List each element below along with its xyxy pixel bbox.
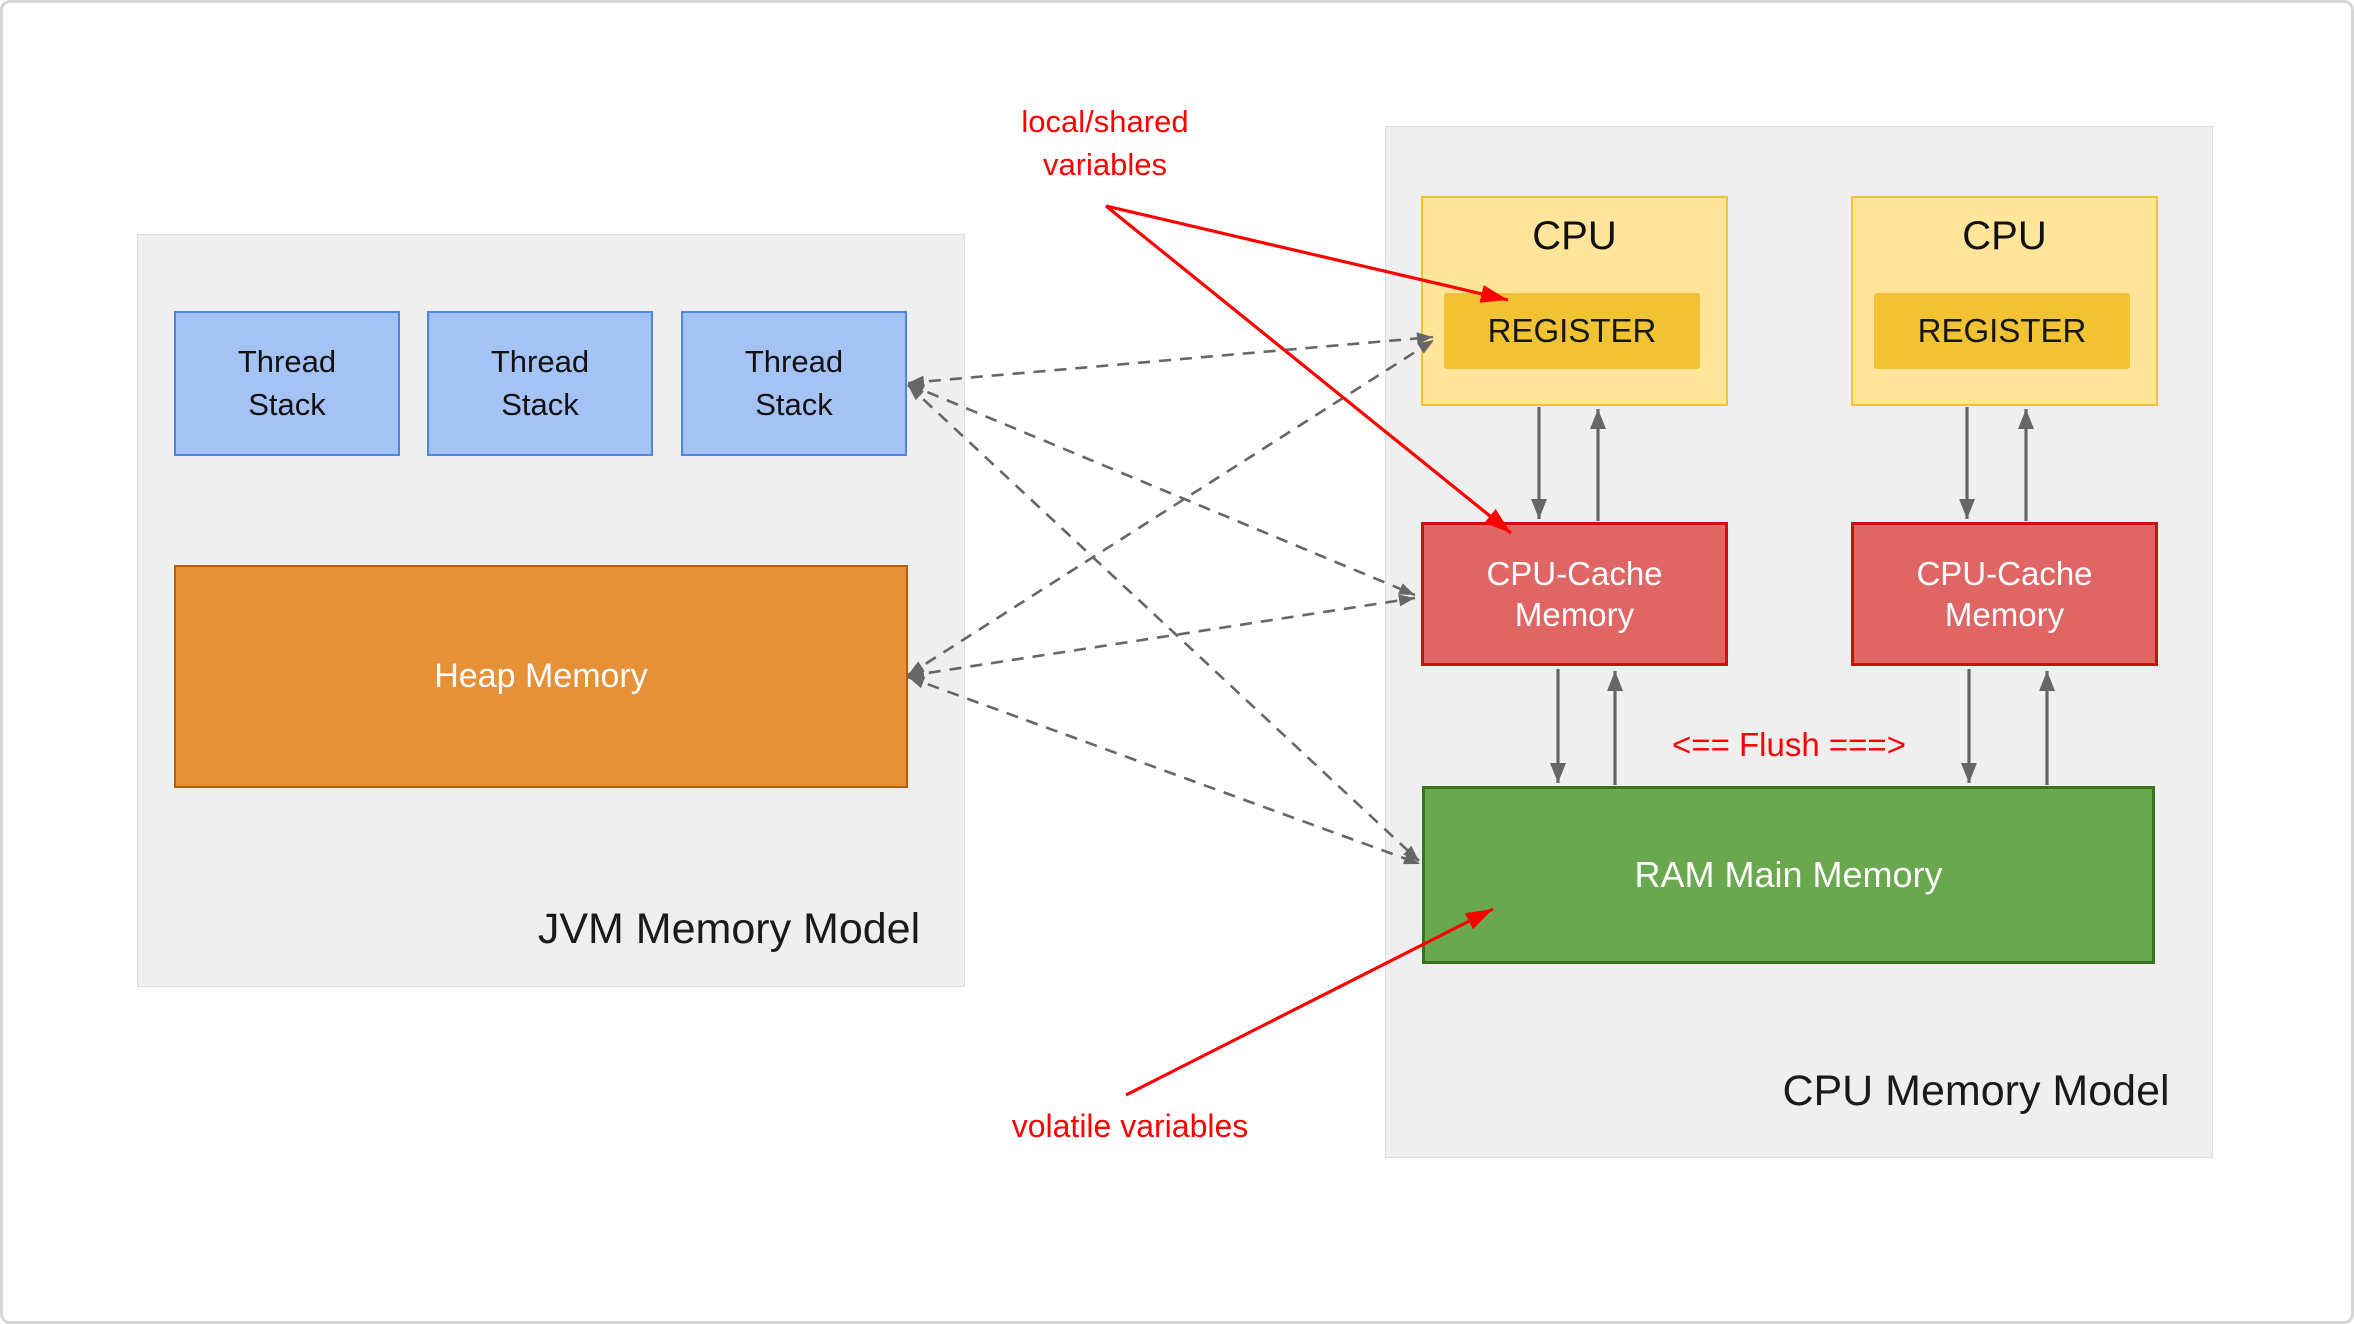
label-volatile-variables: volatile variables <box>1011 1108 1249 1144</box>
cpu-panel-title: CPU Memory Model <box>1782 1067 2170 1115</box>
thread-stack-label-1: Thread Stack <box>237 343 337 422</box>
heap-memory-box: Heap Memory <box>174 565 908 788</box>
dashed-arrow-stack3-register1 <box>907 332 1434 388</box>
cpu-cache-label-1: CPU-Cache Memory <box>1486 554 1663 633</box>
heap-memory-label: Heap Memory <box>434 657 648 695</box>
register-box-1: REGISTER <box>1444 293 1700 369</box>
thread-stack-box-2: Thread Stack <box>427 311 653 456</box>
register-label-1: REGISTER <box>1487 312 1657 349</box>
cpu-label-2: CPU <box>1962 214 2047 258</box>
ram-main-memory-box: RAM Main Memory <box>1422 786 2155 964</box>
cpu-box-2: CPU REGISTER <box>1851 196 2158 406</box>
label-flush: <== Flush ===> <box>1672 726 1906 763</box>
thread-stack-label-2: Thread Stack <box>490 343 590 422</box>
thread-stack-label-3: Thread Stack <box>744 343 844 422</box>
register-label-2: REGISTER <box>1917 312 2087 349</box>
dashed-arrow-heap-register1 <box>907 338 1435 677</box>
cpu-cache-label-2: CPU-Cache Memory <box>1916 554 2093 633</box>
cpu-cache-box-1: CPU-Cache Memory <box>1421 522 1728 666</box>
ram-main-memory-label: RAM Main Memory <box>1634 854 1943 895</box>
dashed-arrow-stack3-cache1 <box>907 382 1416 597</box>
thread-stack-box-1: Thread Stack <box>174 311 400 456</box>
dashed-arrow-stack3-ram <box>907 384 1420 862</box>
dashed-arrow-heap-cache1 <box>907 594 1416 680</box>
cpu-label-1: CPU <box>1532 214 1617 258</box>
dashed-arrow-heap-ram <box>907 675 1421 866</box>
label-local-shared-variables: local/shared variables <box>1021 104 1189 182</box>
cpu-cache-box-2: CPU-Cache Memory <box>1851 522 2158 666</box>
cpu-box-1: CPU REGISTER <box>1421 196 1728 406</box>
thread-stack-box-3: Thread Stack <box>681 311 907 456</box>
jvm-panel-title: JVM Memory Model <box>537 905 921 953</box>
register-box-2: REGISTER <box>1874 293 2130 369</box>
